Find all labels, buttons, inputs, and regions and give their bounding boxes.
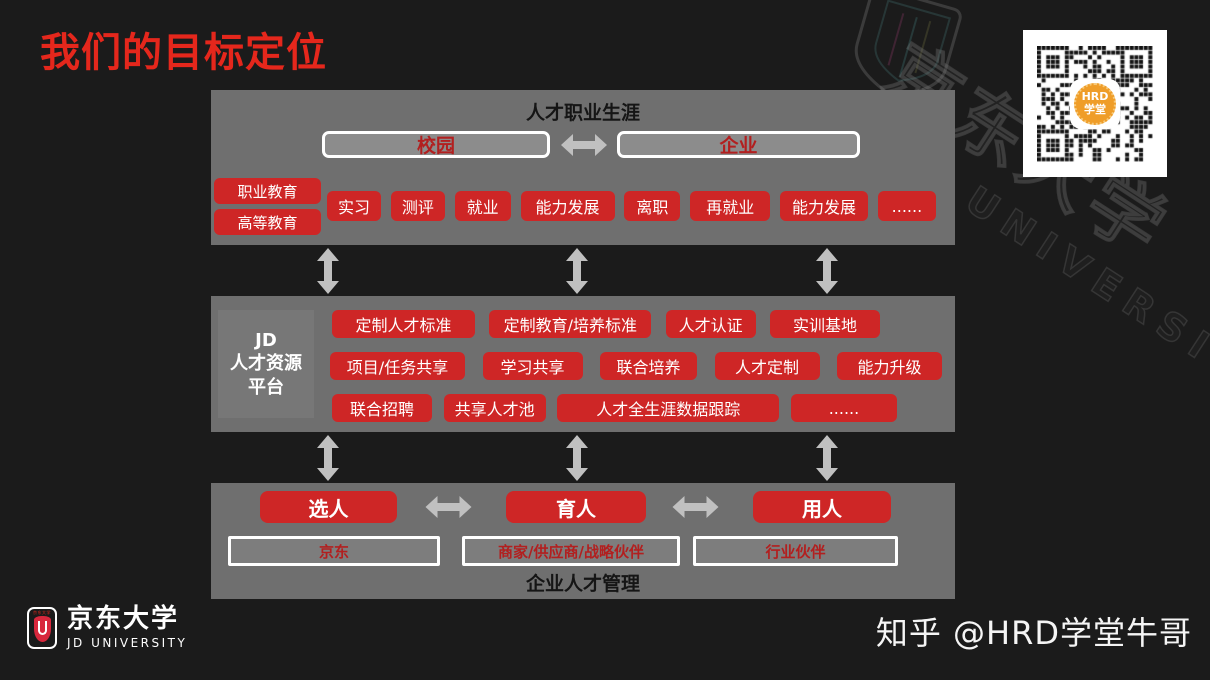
career-stage-row: 实习 测评 就业 能力发展 离职 再就业 能力发展 ...... bbox=[327, 191, 936, 221]
stage-ellipsis: ...... bbox=[877, 191, 936, 221]
double-arrow-vertical-icon bbox=[317, 248, 339, 294]
higher-education-button: 高等教育 bbox=[214, 209, 321, 235]
talent-career-header: 人才职业生涯 bbox=[525, 102, 640, 124]
talent-certification: 人才认证 bbox=[665, 310, 756, 338]
stage-reemployment: 再就业 bbox=[690, 191, 771, 221]
double-arrow-vertical-icon bbox=[566, 248, 588, 294]
role-select-talent: 选人 bbox=[260, 491, 397, 523]
diagram: 人才职业生涯 校园 企业 职业教育 高等教育 实习 测评 就业 能力发展 离职 … bbox=[211, 90, 955, 599]
stage-internship: 实习 bbox=[327, 191, 381, 221]
stage-capability-development-1: 能力发展 bbox=[520, 191, 615, 221]
learning-sharing: 学习共享 bbox=[482, 352, 583, 380]
qr-logo-text-line1: HRD bbox=[1081, 90, 1109, 104]
partner-merchants-suppliers: 商家/供应商/战略伙伴 bbox=[462, 536, 680, 566]
joint-recruitment: 联合招聘 bbox=[332, 394, 432, 422]
training-base: 实训基地 bbox=[769, 310, 880, 338]
qr-center-logo: HRD 学堂 bbox=[1070, 78, 1120, 129]
logo-en: JD UNIVERSITY bbox=[67, 636, 188, 650]
role-use-talent: 用人 bbox=[753, 491, 891, 523]
qr-logo-text-line2: 学堂 bbox=[1084, 102, 1106, 116]
stage-capability-development-2: 能力发展 bbox=[780, 191, 869, 221]
platform-ellipsis: ...... bbox=[790, 394, 897, 422]
platform-row-1: 定制人才标准 定制教育/培养标准 人才认证 实训基地 bbox=[332, 310, 880, 338]
page-title: 我们的目标定位 bbox=[40, 30, 327, 76]
jd-platform-label: JD 人才资源 平台 bbox=[218, 310, 314, 418]
logo-cn: 京东大学 bbox=[67, 604, 180, 634]
emblem-text: 京东大学 bbox=[33, 610, 51, 615]
education-button-column: 职业教育 高等教育 bbox=[214, 178, 321, 235]
vocational-education-button: 职业教育 bbox=[214, 178, 321, 204]
partner-industry: 行业伙伴 bbox=[693, 536, 898, 566]
double-arrow-vertical-icon bbox=[816, 248, 838, 294]
talent-customization: 人才定制 bbox=[714, 352, 820, 380]
platform-line-2: 人才资源 bbox=[230, 353, 302, 375]
custom-education-standard: 定制教育/培养标准 bbox=[489, 310, 652, 338]
double-arrow-horizontal-icon bbox=[425, 496, 472, 518]
platform-row-3: 联合招聘 共享人才池 人才全生涯数据跟踪 ...... bbox=[332, 394, 897, 422]
project-task-sharing: 项目/任务共享 bbox=[330, 352, 465, 380]
platform-line-3: 平台 bbox=[248, 376, 284, 398]
shared-talent-pool: 共享人才池 bbox=[443, 394, 546, 422]
double-arrow-horizontal-icon bbox=[561, 134, 607, 156]
stage-employment: 就业 bbox=[454, 191, 511, 221]
qr-code: HRD 学堂 bbox=[1023, 30, 1167, 177]
double-arrow-vertical-icon bbox=[317, 435, 339, 481]
partner-jd: 京东 bbox=[228, 536, 440, 566]
joint-training: 联合培养 bbox=[600, 352, 697, 380]
talent-career-panel: 人才职业生涯 校园 企业 职业教育 高等教育 实习 测评 就业 能力发展 离职 … bbox=[211, 90, 955, 245]
platform-row-2: 项目/任务共享 学习共享 联合培养 人才定制 能力升级 bbox=[330, 352, 942, 380]
connector-gap-top bbox=[211, 245, 955, 296]
zhihu-watermark: 知乎 @HRD学堂牛哥 bbox=[875, 614, 1192, 652]
stage-resignation: 离职 bbox=[624, 191, 681, 221]
campus-box: 校园 bbox=[322, 131, 550, 158]
emblem-shield-icon bbox=[33, 616, 51, 642]
role-develop-talent: 育人 bbox=[506, 491, 646, 523]
enterprise-talent-header: 企业人才管理 bbox=[525, 573, 640, 595]
capability-upgrade: 能力升级 bbox=[837, 352, 942, 380]
enterprise-box: 企业 bbox=[617, 131, 860, 158]
double-arrow-vertical-icon bbox=[816, 435, 838, 481]
platform-line-1: JD bbox=[255, 329, 277, 351]
double-arrow-vertical-icon bbox=[566, 435, 588, 481]
jd-university-emblem-icon: 京东大学 bbox=[27, 607, 57, 649]
double-arrow-horizontal-icon bbox=[672, 496, 719, 518]
connector-gap-bottom bbox=[211, 432, 955, 483]
custom-talent-standard: 定制人才标准 bbox=[332, 310, 475, 338]
lifecycle-data-tracking: 人才全生涯数据跟踪 bbox=[557, 394, 780, 422]
jd-university-logo: 京东大学 京东大学 JD UNIVERSITY bbox=[27, 606, 187, 650]
stage-assessment: 测评 bbox=[390, 191, 445, 221]
logo-text: 京东大学 JD UNIVERSITY bbox=[67, 606, 187, 650]
enterprise-talent-panel: 选人 育人 用人 京东 商家/供应商/战略伙伴 行业伙伴 企业人才管理 bbox=[211, 483, 955, 599]
jd-platform-panel: JD 人才资源 平台 定制人才标准 定制教育/培养标准 人才认证 实训基地 项目… bbox=[211, 296, 955, 432]
